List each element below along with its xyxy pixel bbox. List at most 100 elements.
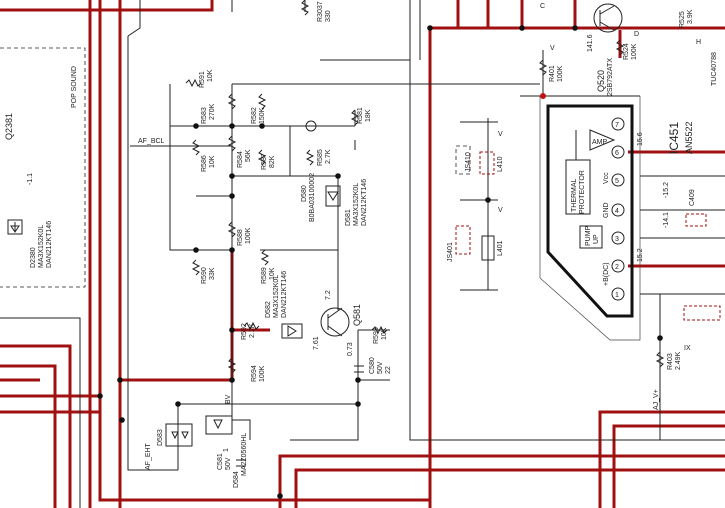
label-an5522: AN5522 xyxy=(684,121,694,154)
label-r583-v: 270K xyxy=(209,103,216,120)
label-ic451: IC451 xyxy=(667,122,681,154)
label-js410: JS410 xyxy=(465,152,472,172)
resistor-r581 xyxy=(350,109,360,126)
pin-4: 4 xyxy=(615,208,619,215)
label-vcc: Vcc xyxy=(603,172,610,184)
label-d582-alt: DAN212KT146 xyxy=(281,271,288,318)
label-r588: R588 xyxy=(237,229,244,246)
label-r582: R582 xyxy=(251,107,258,124)
resistor-r590 xyxy=(191,259,201,276)
label-r403-v: 2.49K xyxy=(675,351,682,370)
cap-c581 xyxy=(236,459,246,467)
label-v156: 15.6 xyxy=(637,132,644,146)
diode-d582 xyxy=(281,323,303,339)
pin-6: 6 xyxy=(615,150,619,157)
label-r594-v: 100K xyxy=(259,365,266,382)
label-d580: D580 xyxy=(301,185,308,202)
diode-d583 xyxy=(165,423,193,447)
label-vm152: -15.2 xyxy=(663,182,670,198)
label-r591: R591 xyxy=(199,71,206,88)
label-v2: V xyxy=(498,207,503,214)
resistor-r593 xyxy=(371,325,388,335)
label-up: UP xyxy=(593,234,600,244)
pin-3: 3 xyxy=(615,236,619,243)
label-v-m11: -1.1 xyxy=(27,173,34,185)
label-r590: R590 xyxy=(201,267,208,284)
label-c580: C580 xyxy=(369,357,376,374)
label-r588-v: 100K xyxy=(245,227,252,244)
cap-c409 xyxy=(685,213,707,227)
resistors xyxy=(185,0,665,374)
diode-d581 xyxy=(325,185,341,207)
label-v152: 15.2 xyxy=(637,248,644,262)
label-r592: R592 xyxy=(241,323,248,340)
label-h: H xyxy=(696,39,701,46)
label-r585: R585 xyxy=(317,149,324,166)
label-d581-part: MA3X152K0L xyxy=(353,183,360,226)
diode-d584 xyxy=(205,415,233,435)
label-c580-v2: 22 xyxy=(385,366,392,374)
resistor-r592 xyxy=(243,321,260,331)
resistor-r591 xyxy=(185,78,202,88)
label-d582: D582 xyxy=(265,301,272,318)
cap-c580 xyxy=(354,365,364,373)
label-c: C xyxy=(540,3,545,10)
label-v3: V xyxy=(550,45,555,52)
label-af-eht: AF_EHT xyxy=(145,442,152,470)
label-r591-v: 10K xyxy=(207,69,214,82)
label-d2380-part: MA3X152K0L xyxy=(38,225,45,268)
resistor-r582 xyxy=(257,93,267,110)
coil-l410 xyxy=(479,151,495,175)
label-q520-part: 2SB792ATX xyxy=(607,58,614,96)
resistor-r584 xyxy=(227,135,237,152)
label-gnd: GND xyxy=(603,202,610,218)
label-r586-v: 10K xyxy=(209,155,216,168)
label-d584-part: MA2Z0560HL xyxy=(241,433,248,476)
label-c580-v1: 50V xyxy=(377,361,384,374)
label-d2380-alt: DAN212KT146 xyxy=(46,221,53,268)
diodes-caps xyxy=(7,120,721,467)
label-r581-v: 18K xyxy=(365,109,372,122)
label-protector: PROTECTOR xyxy=(579,170,586,214)
label-d583: D583 xyxy=(157,429,164,446)
label-r3037: R3037 xyxy=(317,1,324,22)
label-l401: L401 xyxy=(497,240,504,256)
label-bv: BV xyxy=(225,394,232,404)
label-c581-v2: 1 xyxy=(223,448,230,452)
label-bdc: +B(DC) xyxy=(603,262,610,286)
pin-5: 5 xyxy=(615,178,619,185)
label-r586: R586 xyxy=(201,155,208,172)
diode-d2380 xyxy=(7,219,23,235)
label-q2381: Q2381 xyxy=(4,113,14,140)
label-v761: 7.61 xyxy=(313,336,320,350)
label-r587-v: 82K xyxy=(269,155,276,168)
label-r524-v: 100K xyxy=(631,43,638,60)
resistor-r401 xyxy=(538,59,548,76)
label-pop-sound: POP SOUND xyxy=(71,66,78,108)
label-r585-v: 2.7K xyxy=(325,149,332,164)
label-r590-v: 33K xyxy=(209,267,216,280)
label-v72: 7.2 xyxy=(325,290,332,300)
label-q520: Q520 xyxy=(596,70,606,92)
label-d582-part: MA3X152K0L xyxy=(273,275,280,318)
coil-l401 xyxy=(481,235,495,261)
resistor-r594 xyxy=(227,357,237,374)
jumper-js410 xyxy=(455,145,471,175)
label-d: D xyxy=(634,31,639,38)
label-d2380: D2380 xyxy=(30,247,37,268)
label-r584: R584 xyxy=(237,151,244,168)
label-vm141: -14.1 xyxy=(663,212,670,228)
label-r589: R589 xyxy=(261,267,268,284)
label-v1: V xyxy=(498,131,503,138)
resistor-r3037 xyxy=(300,0,310,16)
label-d580-part: B0BA03100002 xyxy=(309,173,316,222)
label-l410: L410 xyxy=(497,156,504,172)
label-r583: R583 xyxy=(201,107,208,124)
label-r581: R581 xyxy=(357,107,364,124)
label-aj-v: AJ_V+ xyxy=(653,389,660,410)
resistor-r585 xyxy=(305,149,315,166)
junction-dots xyxy=(97,25,663,499)
label-tuc: TUC40788 xyxy=(711,52,718,86)
